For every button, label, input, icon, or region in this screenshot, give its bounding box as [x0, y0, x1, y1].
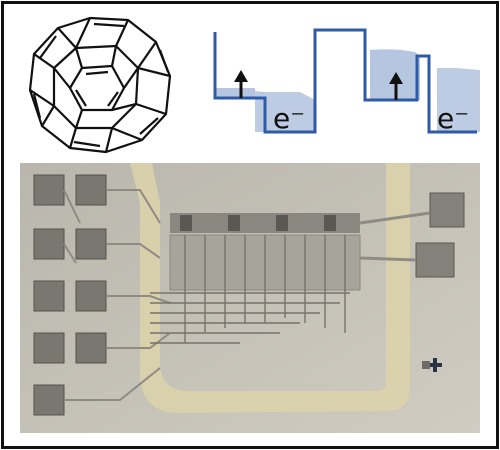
- potential-well-diagram: e⁻ e⁻: [213, 28, 480, 135]
- electron-label-left: e⁻: [273, 102, 305, 135]
- buckyball-icon: [28, 16, 172, 154]
- spin-up-arrow-left-icon: [234, 70, 248, 98]
- electron-label-right: e⁻: [437, 102, 469, 135]
- alignment-mark-icon: [422, 358, 442, 372]
- chip-photo-illustration: [20, 163, 480, 433]
- energy-diagram-panel: e⁻ e⁻: [205, 20, 485, 150]
- fullerene-structure-panel: [20, 10, 180, 160]
- spin-up-arrow-right-icon: [389, 72, 403, 100]
- device-photo: [20, 163, 480, 433]
